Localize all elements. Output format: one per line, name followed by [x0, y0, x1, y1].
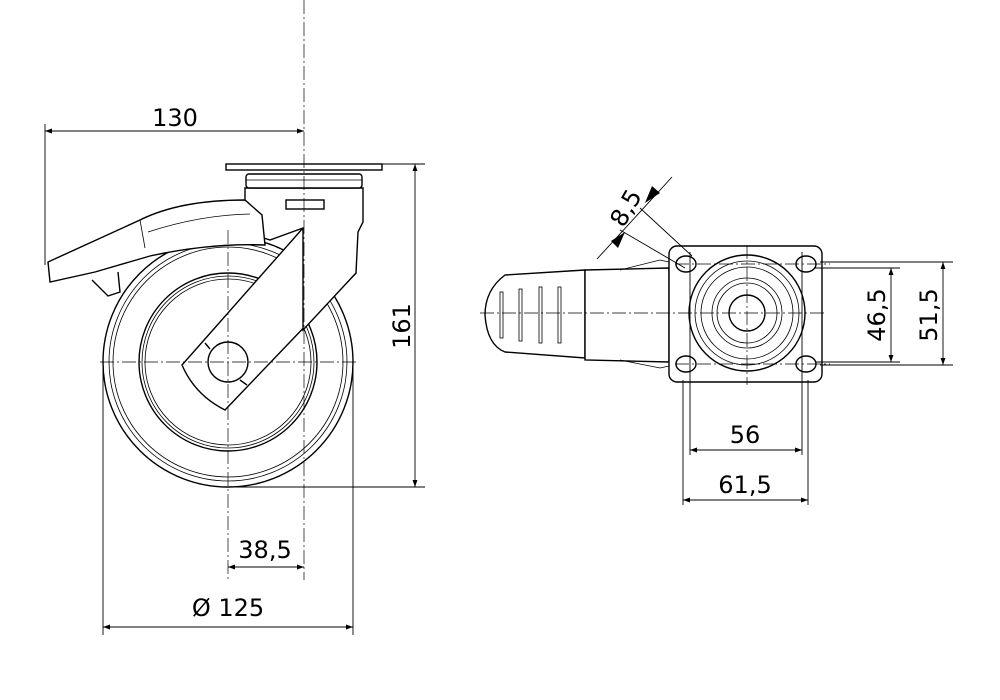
lever-body	[584, 267, 670, 363]
brake-pedal	[484, 269, 586, 359]
brake-lever	[47, 199, 266, 297]
dim-offset: 38,5	[238, 536, 291, 564]
dim-wheel-diameter: Ø 125	[192, 594, 264, 622]
dim-bolt-spacing-y: 46,5	[863, 288, 891, 341]
dim-height: 161	[388, 303, 416, 349]
dim-bolt-spacing-x: 56	[730, 421, 761, 449]
brand-plate	[285, 199, 325, 210]
dim-plate-width: 61,5	[718, 471, 771, 499]
side-view: 130 161 38,5 Ø 125	[44, 0, 425, 635]
pedal-grip-ribs	[499, 286, 562, 344]
dim-plate-length: 51,5	[915, 288, 943, 341]
dim-bolt-hole: 8,5	[604, 184, 647, 231]
dim-overall-reach: 130	[152, 104, 198, 132]
top-view: 56 61,5 46,5 51,5 8,5	[480, 176, 953, 505]
